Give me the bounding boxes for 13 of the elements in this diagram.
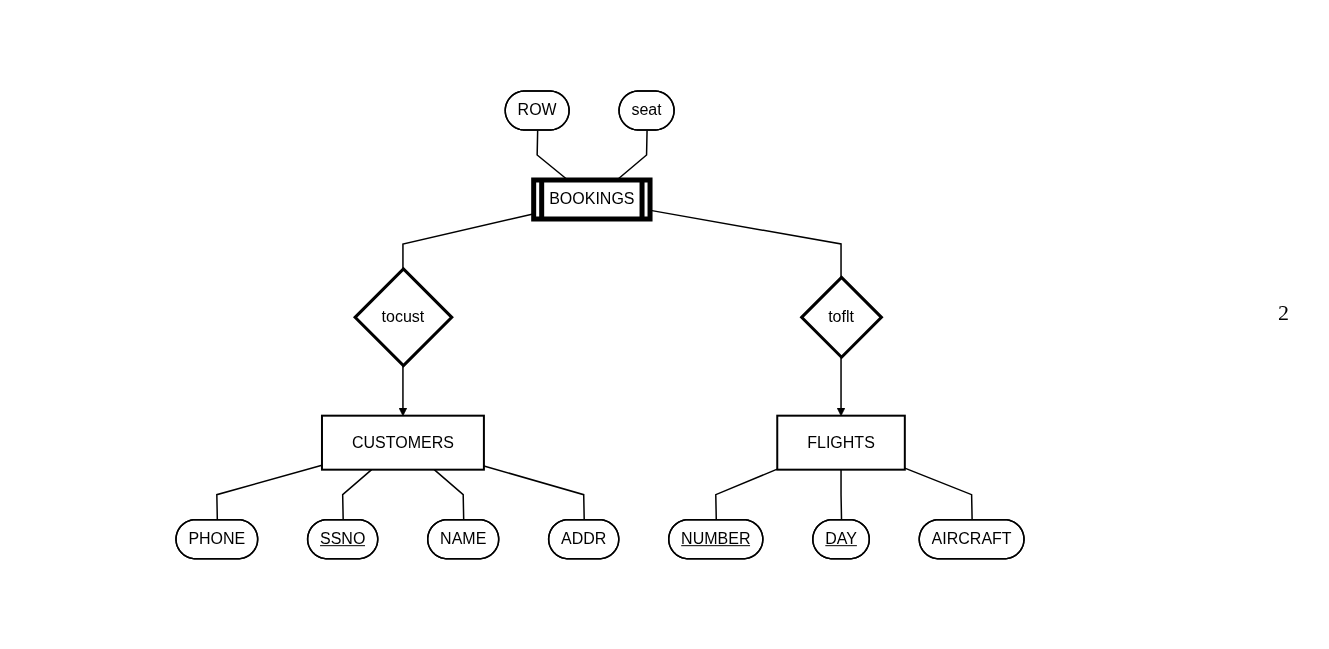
connector bbox=[483, 464, 585, 521]
node-diamond: toflt bbox=[799, 274, 884, 359]
node-diamond: tocust bbox=[352, 266, 454, 368]
node-box: FLIGHTS bbox=[776, 414, 906, 471]
page-number: 2 bbox=[1278, 300, 1289, 326]
arrow bbox=[398, 364, 408, 416]
arrow bbox=[836, 356, 846, 416]
connector bbox=[715, 468, 778, 521]
connector bbox=[840, 468, 843, 521]
connector bbox=[341, 468, 373, 521]
connector bbox=[904, 467, 973, 521]
node-box: CUSTOMERS bbox=[320, 414, 485, 471]
connector bbox=[433, 468, 465, 521]
